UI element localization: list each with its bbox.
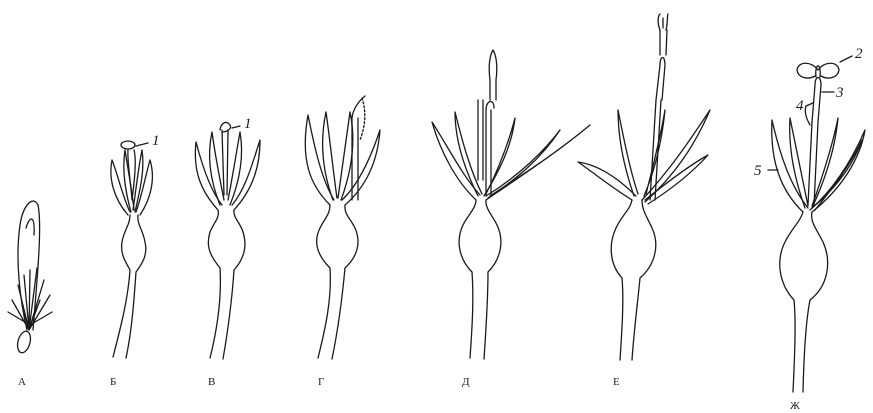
label-zh-number-left: 4 <box>796 98 804 114</box>
stage-b-flower <box>111 141 153 358</box>
stage-label-e: Е <box>613 376 620 388</box>
stage-d-flower <box>432 50 590 359</box>
stage-zh-flower <box>768 56 865 392</box>
label-zh-number-top: 2 <box>855 46 863 62</box>
stage-a-bud <box>8 201 52 354</box>
label-v-number: 1 <box>244 116 252 132</box>
stage-label-g: Г <box>318 376 324 388</box>
stage-e-flower <box>578 14 710 360</box>
stage-g-flower <box>305 96 380 359</box>
stage-label-b: Б <box>110 376 116 388</box>
label-zh-number-mid: 3 <box>835 85 844 101</box>
label-b-number: 1 <box>152 133 160 149</box>
stage-label-zh: Ж <box>790 400 800 412</box>
label-zh-number-side: 5 <box>754 163 762 179</box>
stage-label-d: Д <box>462 376 470 388</box>
stage-v-flower <box>195 123 260 359</box>
stage-label-v: В <box>208 376 215 388</box>
stage-label-a: А <box>18 376 26 388</box>
